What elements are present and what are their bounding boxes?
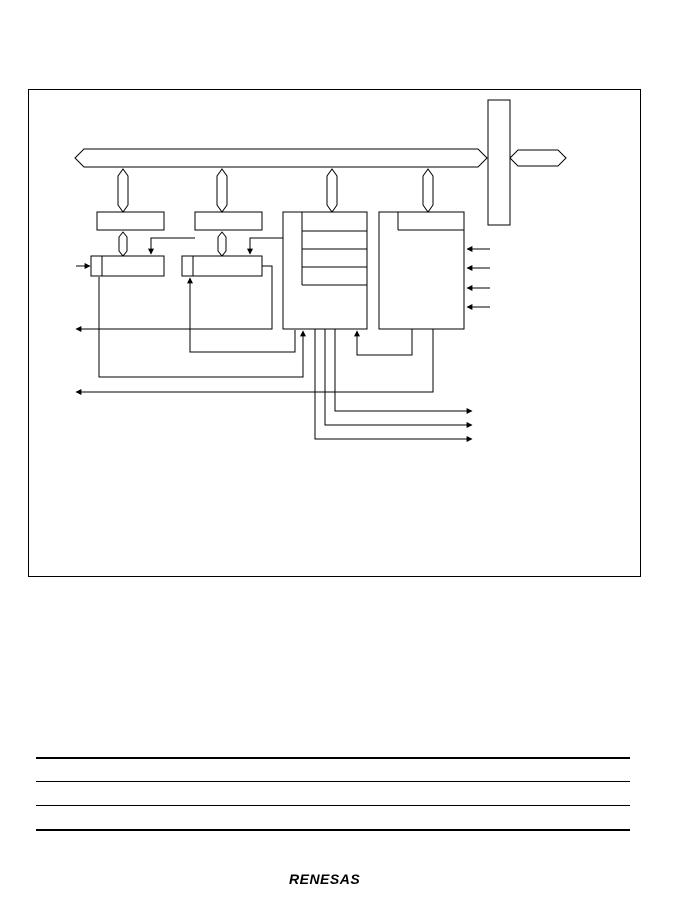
block-diagram-frame bbox=[28, 89, 641, 577]
buffer-register-1 bbox=[96, 211, 165, 231]
table-row-rule bbox=[36, 805, 630, 806]
internal-bus bbox=[74, 148, 488, 168]
link-1-to-counter bbox=[148, 237, 195, 255]
output-line-4 bbox=[324, 329, 473, 428]
logic-to-register-line bbox=[354, 329, 413, 356]
feedback-line-counter-1 bbox=[98, 277, 306, 378]
output-line-5 bbox=[314, 329, 473, 442]
table-row-rule bbox=[36, 781, 630, 782]
bus-branch-1 bbox=[117, 168, 129, 213]
bus-link-2 bbox=[217, 231, 227, 257]
control-logic-block bbox=[378, 211, 465, 330]
output-line-1 bbox=[75, 265, 273, 332]
renesas-logo: RENESAS bbox=[289, 871, 361, 887]
link-2-to-counter bbox=[247, 237, 283, 255]
bus-branch-4 bbox=[422, 168, 434, 213]
counter-register-2 bbox=[181, 255, 263, 277]
bus-branch-2 bbox=[216, 168, 228, 213]
bus-interface-block bbox=[487, 99, 511, 226]
table-top-rule bbox=[36, 757, 630, 759]
buffer-register-2 bbox=[194, 211, 263, 231]
feedback-line-counter-2 bbox=[187, 277, 296, 353]
counter-register-1 bbox=[90, 255, 165, 277]
control-register-block bbox=[282, 211, 368, 330]
output-line-2 bbox=[75, 329, 434, 395]
bus-branch-3 bbox=[326, 168, 338, 213]
output-line-3 bbox=[334, 329, 473, 414]
external-bus bbox=[509, 149, 567, 167]
bus-link-1 bbox=[118, 231, 128, 257]
table-bottom-rule bbox=[36, 829, 630, 831]
